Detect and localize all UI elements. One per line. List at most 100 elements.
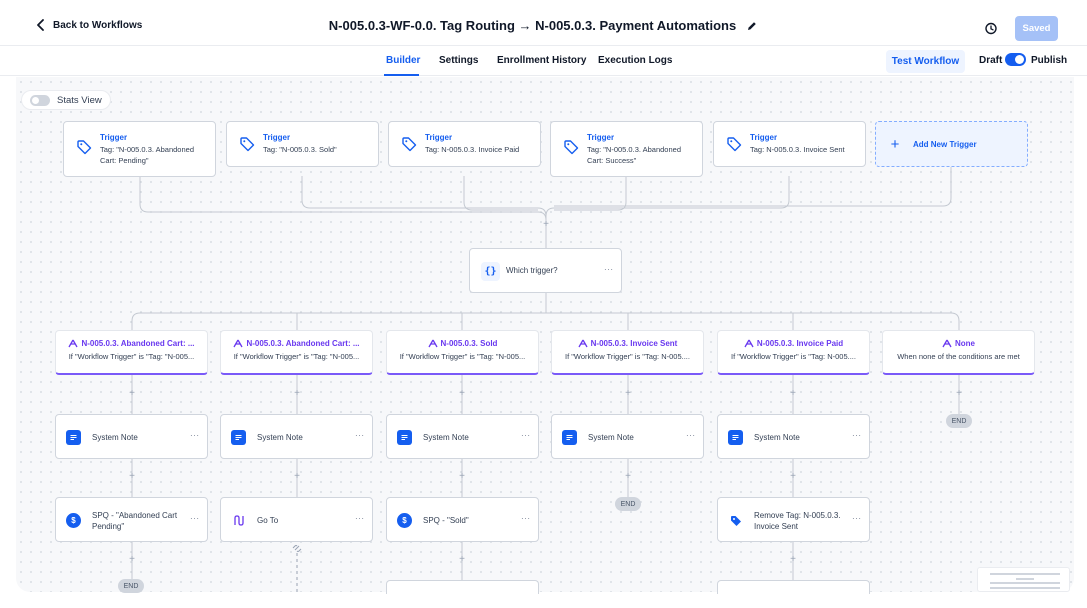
trigger-desc: Tag: N-005.0.3. Invoice Sent (750, 145, 845, 154)
note-icon (562, 430, 577, 445)
branch-icon (427, 339, 438, 348)
add-step-plus[interactable]: + (459, 471, 465, 482)
spq-action[interactable]: $ SPQ - "Sold" ··· (386, 497, 539, 542)
top-bar: Back to Workflows N-005.0.3-WF-0.0. Tag … (0, 0, 1087, 46)
add-new-trigger-button[interactable]: + Add New Trigger (875, 121, 1028, 167)
branch-icon (578, 339, 588, 348)
chevron-left-icon (37, 19, 44, 31)
branch-card[interactable]: N-005.0.3. Sold If "Workflow Trigger" is… (386, 330, 539, 375)
add-step-plus[interactable]: + (790, 554, 796, 565)
more-menu-icon[interactable]: ··· (355, 514, 365, 523)
branch-title: None (955, 339, 975, 348)
braces-icon: {} (481, 262, 500, 281)
go-to-action[interactable]: Go To ··· (220, 497, 373, 542)
add-step-plus[interactable]: + (129, 388, 135, 399)
stats-view-toggle[interactable]: Stats View (21, 90, 111, 110)
end-marker: END (118, 579, 144, 593)
trigger-card[interactable]: Trigger Tag: "N-005.0.3. Abandoned Cart:… (550, 121, 703, 177)
draft-label: Draft (979, 55, 1003, 66)
tag-icon (240, 137, 255, 152)
action-label: Go To (257, 516, 279, 525)
test-workflow-button[interactable]: Test Workflow (886, 50, 965, 73)
action-label: System Note (257, 433, 303, 442)
publish-toggle[interactable] (1005, 53, 1026, 66)
back-to-workflows-link[interactable]: Back to Workflows (36, 19, 142, 31)
branch-condition: If "Workflow Trigger" is "Tag: N-005.... (565, 352, 690, 361)
tag-icon (564, 140, 579, 155)
more-menu-icon[interactable]: ··· (521, 514, 531, 523)
end-marker: END (946, 414, 972, 428)
branch-card[interactable]: N-005.0.3. Invoice Sent If "Workflow Tri… (551, 330, 704, 375)
branch-title: N-005.0.3. Sold (440, 339, 498, 348)
dollar-icon: $ (66, 513, 81, 528)
trigger-card[interactable]: Trigger Tag: N-005.0.3. Invoice Paid (388, 121, 541, 167)
more-menu-icon[interactable]: ··· (604, 265, 614, 274)
more-menu-icon[interactable]: ··· (852, 431, 862, 440)
tag-icon (402, 137, 417, 152)
add-step-plus[interactable]: + (459, 554, 465, 565)
add-trigger-label: Add New Trigger (913, 139, 977, 149)
add-step-plus[interactable]: + (129, 554, 135, 565)
add-step-plus[interactable]: + (129, 471, 135, 482)
dollar-icon: $ (397, 513, 412, 528)
more-menu-icon[interactable]: ··· (852, 514, 862, 523)
add-step-plus[interactable]: + (790, 471, 796, 482)
minimap-preview (990, 573, 1060, 589)
add-step-plus[interactable]: + (543, 219, 549, 230)
branch-condition: If "Workflow Trigger" is "Tag: N-005.... (731, 352, 856, 361)
end-marker: END (615, 497, 641, 511)
branch-title: N-005.0.3. Invoice Paid (756, 339, 844, 348)
pencil-icon[interactable] (746, 20, 758, 32)
trigger-card[interactable]: Trigger Tag: N-005.0.3. Invoice Sent (713, 121, 866, 167)
plus-icon: + (890, 135, 900, 153)
tab-execution-logs[interactable]: Execution Logs (598, 55, 673, 66)
branch-condition: If "Workflow Trigger" is "Tag: "N-005... (399, 352, 526, 361)
branch-icon (233, 339, 244, 348)
tab-builder[interactable]: Builder (386, 55, 421, 66)
branch-icon (68, 339, 79, 348)
branch-card[interactable]: None When none of the conditions are met (882, 330, 1035, 375)
publish-label: Publish (1031, 55, 1068, 66)
more-menu-icon[interactable]: ··· (190, 431, 200, 440)
trigger-card[interactable]: Trigger Tag: "N-005.0.3. Sold" (226, 121, 379, 167)
more-menu-icon[interactable]: ··· (521, 431, 531, 440)
branch-card[interactable]: N-005.0.3. Abandoned Cart: ... If "Workf… (55, 330, 208, 375)
system-note-action[interactable]: System Note ··· (220, 414, 373, 459)
more-menu-icon[interactable]: ··· (686, 431, 696, 440)
trigger-title: Trigger (750, 133, 778, 142)
link-icon[interactable] (291, 543, 303, 554)
more-menu-icon[interactable]: ··· (190, 514, 200, 523)
trigger-card[interactable]: Trigger Tag: "N-005.0.3. Abandoned Cart:… (63, 121, 216, 177)
branch-card[interactable]: N-005.0.3. Invoice Paid If "Workflow Tri… (717, 330, 870, 375)
system-note-action[interactable]: System Note ··· (551, 414, 704, 459)
branch-card[interactable]: N-005.0.3. Abandoned Cart: ... If "Workf… (220, 330, 373, 375)
stats-switch[interactable] (30, 94, 50, 106)
add-step-plus[interactable]: + (790, 388, 796, 399)
system-note-action[interactable]: System Note ··· (55, 414, 208, 459)
saved-button[interactable]: Saved (1015, 16, 1058, 41)
note-icon (66, 430, 81, 445)
system-note-action[interactable]: System Note ··· (386, 414, 539, 459)
which-trigger-node[interactable]: {} Which trigger? ··· (469, 248, 622, 293)
tab-enrollment-history[interactable]: Enrollment History (497, 55, 587, 66)
add-step-plus[interactable]: + (625, 388, 631, 399)
next-action-card[interactable] (386, 580, 539, 594)
add-step-plus[interactable]: + (459, 388, 465, 399)
note-icon (728, 430, 743, 445)
more-menu-icon[interactable]: ··· (355, 431, 365, 440)
add-step-plus[interactable]: + (294, 471, 300, 482)
next-action-card[interactable] (717, 580, 870, 594)
remove-tag-action[interactable]: Remove Tag: N-005.0.3. Invoice Sent ··· (717, 497, 870, 542)
spq-action[interactable]: $ SPQ - "Abandoned Cart Pending" ··· (55, 497, 208, 542)
minimap[interactable] (977, 567, 1070, 592)
add-step-plus[interactable]: + (956, 388, 962, 399)
action-label: SPQ - "Sold" (423, 516, 469, 525)
add-step-plus[interactable]: + (294, 388, 300, 399)
branch-condition: If "Workflow Trigger" is "Tag: "N-005... (233, 352, 360, 361)
tab-settings[interactable]: Settings (439, 55, 479, 66)
add-step-plus[interactable]: + (625, 471, 631, 482)
action-label: System Note (423, 433, 469, 442)
version-history-icon[interactable] (984, 21, 998, 35)
system-note-action[interactable]: System Note ··· (717, 414, 870, 459)
